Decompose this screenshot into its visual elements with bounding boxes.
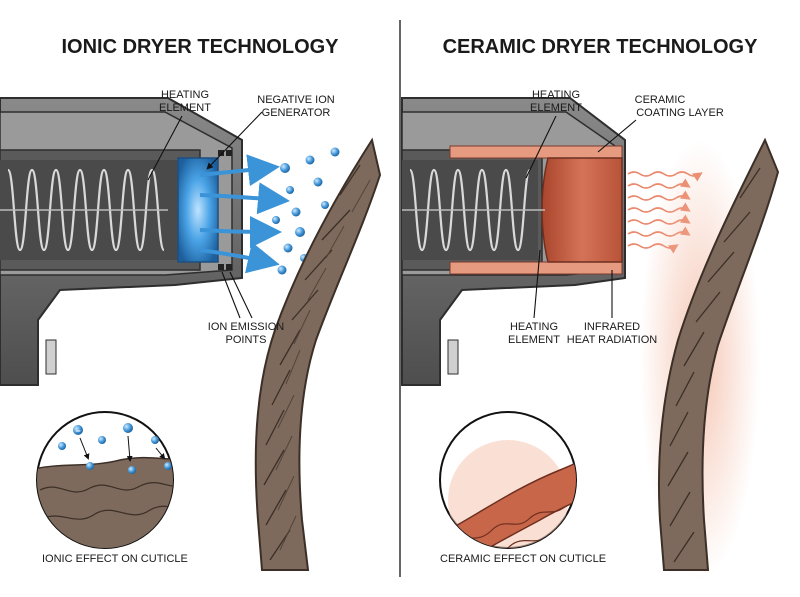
ceramic-title: CERAMIC DRYER TECHNOLOGY	[443, 36, 758, 58]
ion-symbol: −	[75, 426, 80, 436]
ceramic-heating-element-bottom-label-line1: HEATING	[510, 321, 558, 333]
ion-emission-points-label-line1: ION EMISSION	[208, 321, 284, 333]
ceramic-core	[541, 157, 623, 263]
ionic-heating-element-label-line1: HEATING	[161, 89, 209, 101]
ionic-heating-element-leader	[147, 115, 183, 181]
ceramic-heating-element-bottom-leader	[533, 249, 541, 319]
negative-ion-generator-label-line1: NEGATIVE ION	[257, 94, 334, 106]
ionic-heating-coil	[0, 168, 168, 252]
ceramic-coating-layer-label-line2: COATING LAYER	[636, 107, 724, 119]
ion-emission-points-label-line2: POINTS	[226, 334, 267, 346]
ceramic-heating-element-bottom-label-line2: ELEMENT	[508, 334, 560, 346]
ion-flow-arrows	[199, 154, 290, 274]
negative-ion-generator-label-line2: GENERATOR	[262, 107, 331, 119]
ionic-title: IONIC DRYER TECHNOLOGY	[61, 36, 339, 58]
ceramic-heating-coil	[402, 168, 545, 252]
infrared-heat-radiation-label-line2: HEAT RADIATION	[567, 334, 658, 346]
infrared-heat-radiation-label-line1: INFRARED	[584, 321, 640, 333]
negative-ion-generator-leader	[206, 111, 263, 170]
ceramic-heating-element-top-label-line1: HEATING	[532, 89, 580, 101]
ceramic-hair-strand	[640, 137, 780, 580]
ceramic-coating-layer-label-line1: CERAMIC	[635, 94, 686, 106]
ion-emission-points-leader-1	[221, 271, 241, 319]
ceramic-coating-bottom	[449, 261, 623, 275]
ceramic-coating-layer-leader	[597, 119, 637, 153]
ionic-hair-strand	[254, 137, 382, 571]
ionic-heating-element-label-line2: ELEMENT	[159, 102, 211, 114]
ceramic-heating-element-top-leader	[525, 115, 557, 179]
ion-emission-points	[218, 150, 232, 270]
ionic-inset-caption: IONIC EFFECT ON CUTICLE	[42, 553, 188, 565]
ceramic-heating-element-top-label-line2: ELEMENT	[530, 102, 582, 114]
ceramic-inset-caption: CERAMIC EFFECT ON CUTICLE	[440, 553, 606, 565]
ceramic-cuticle-inset	[439, 411, 577, 549]
ion-emission-points-leader-2	[229, 271, 253, 319]
ionic-cuticle-inset: −	[36, 411, 174, 549]
